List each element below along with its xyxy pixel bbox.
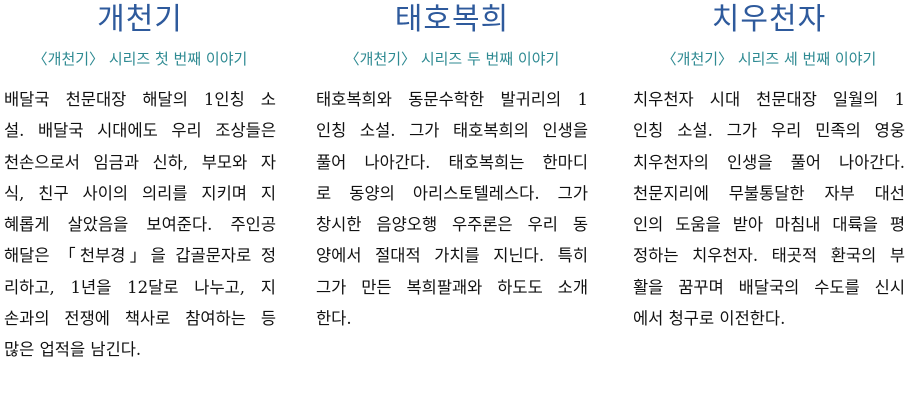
description-line: 풀어 나아간다. 태호복희는 한마디 (316, 152, 588, 172)
description-line: 해달은 「천부경」을 갑골문자로 정 (4, 246, 276, 266)
description-line: 인의 도움을 받아 마침내 대륙을 평 (633, 215, 905, 235)
description-line: 한다. (316, 309, 352, 329)
description-line: 천손으로서 임금과 신하, 부모와 자 (4, 152, 276, 172)
book-title: 태호복희 (394, 2, 510, 37)
description-line: 창시한 음양오행 우주론은 우리 동 (316, 215, 588, 235)
book-subtitle: 〈개천기〉 시리즈 세 번째 이야기 (661, 50, 877, 68)
description-line: 설. 배달국 시대에도 우리 조상들은 (4, 121, 276, 141)
description-line: 천문지리에 무불통달한 자부 대선 (633, 183, 905, 203)
book-title: 개천기 (97, 2, 183, 37)
description-line: 에서 청구로 이전한다. (633, 309, 786, 329)
description-line: 인칭 소설. 그가 우리 민족의 영웅 (633, 121, 905, 141)
description-line: 치우천자 시대 천문대장 일월의 1 (633, 90, 905, 109)
book-subtitle: 〈개천기〉 시리즈 두 번째 이야기 (344, 50, 560, 68)
description-line: 정하는 치우천자. 태곳적 환국의 부 (633, 246, 905, 266)
description-line: 인칭 소설. 그가 태호복희의 인생을 (316, 121, 588, 141)
description-line: 양에서 절대적 가치를 지닌다. 특히 (316, 246, 588, 266)
description-line: 태호복희와 동문수학한 발귀리의 1 (316, 90, 588, 109)
description-line: 활을 꿈꾸며 배달국의 수도를 신시 (633, 277, 905, 297)
description-line: 손과의 전쟁에 책사로 참여하는 등 (4, 309, 276, 329)
book-column-taehobokhui: 태호복희 〈개천기〉 시리즈 두 번째 이야기 태호복희와 동문수학한 발귀리의… (316, 0, 588, 328)
book-column-gaecheongi: 개천기 〈개천기〉 시리즈 첫 번째 이야기 배달국 천문대장 해달의 1인칭 … (4, 0, 276, 359)
description-line: 많은 업적을 남긴다. (4, 340, 142, 360)
book-subtitle: 〈개천기〉 시리즈 첫 번째 이야기 (32, 50, 248, 68)
description-line: 치우천자의 인생을 풀어 나아간다. (633, 152, 905, 172)
book-description: 치우천자 시대 천문대장 일월의 1 인칭 소설. 그가 우리 민족의 영웅 치… (633, 84, 905, 334)
description-line: 로 동양의 아리스토텔레스다. 그가 (316, 183, 588, 203)
description-line: 식, 친구 사이의 의리를 지키며 지 (4, 183, 276, 203)
book-title: 치우천자 (711, 2, 827, 37)
book-description: 태호복희와 동문수학한 발귀리의 1 인칭 소설. 그가 태호복희의 인생을 풀… (316, 84, 588, 334)
book-column-chiucheonja: 치우천자 〈개천기〉 시리즈 세 번째 이야기 치우천자 시대 천문대장 일월의… (633, 0, 905, 328)
description-line: 리하고, 1년을 12달로 나누고, 지 (4, 277, 276, 297)
book-description: 배달국 천문대장 해달의 1인칭 소 설. 배달국 시대에도 우리 조상들은 천… (4, 84, 276, 366)
description-line: 혜롭게 살았음을 보여준다. 주인공 (4, 215, 276, 235)
description-line: 배달국 천문대장 해달의 1인칭 소 (4, 90, 276, 109)
description-line: 그가 만든 복희팔괘와 하도도 소개 (316, 277, 588, 297)
